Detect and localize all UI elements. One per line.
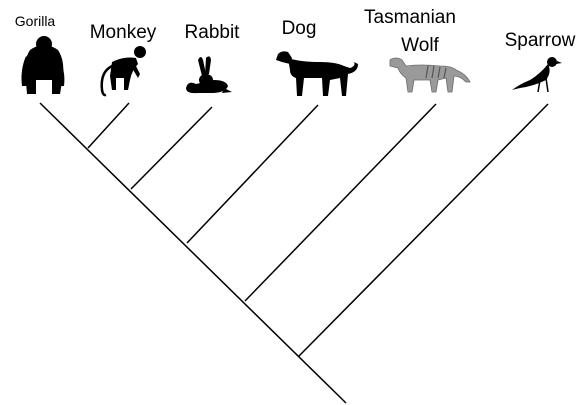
label-dog: Dog	[282, 18, 317, 39]
dog-icon	[276, 51, 358, 96]
rabbit-icon	[186, 56, 232, 94]
tasmanian-wolf-icon	[389, 57, 471, 93]
label-monkey: Monkey	[90, 22, 157, 43]
gorilla-icon	[21, 36, 65, 94]
branch-tasmanian-wolf	[244, 103, 437, 302]
tree-branches	[39, 102, 549, 404]
sparrow-icon	[512, 57, 562, 93]
branch-sparrow	[298, 103, 549, 357]
branch-monkey	[87, 102, 130, 149]
trunk	[39, 102, 347, 404]
monkey-icon	[100, 46, 146, 97]
branch-dog	[186, 104, 319, 244]
label-wolf: Wolf	[401, 35, 439, 56]
label-gorilla: Gorilla	[15, 13, 56, 29]
label-tasmanian: Tasmanian	[364, 7, 456, 28]
label-sparrow: Sparrow	[505, 30, 576, 51]
branch-rabbit	[130, 106, 213, 190]
label-rabbit: Rabbit	[185, 22, 241, 43]
